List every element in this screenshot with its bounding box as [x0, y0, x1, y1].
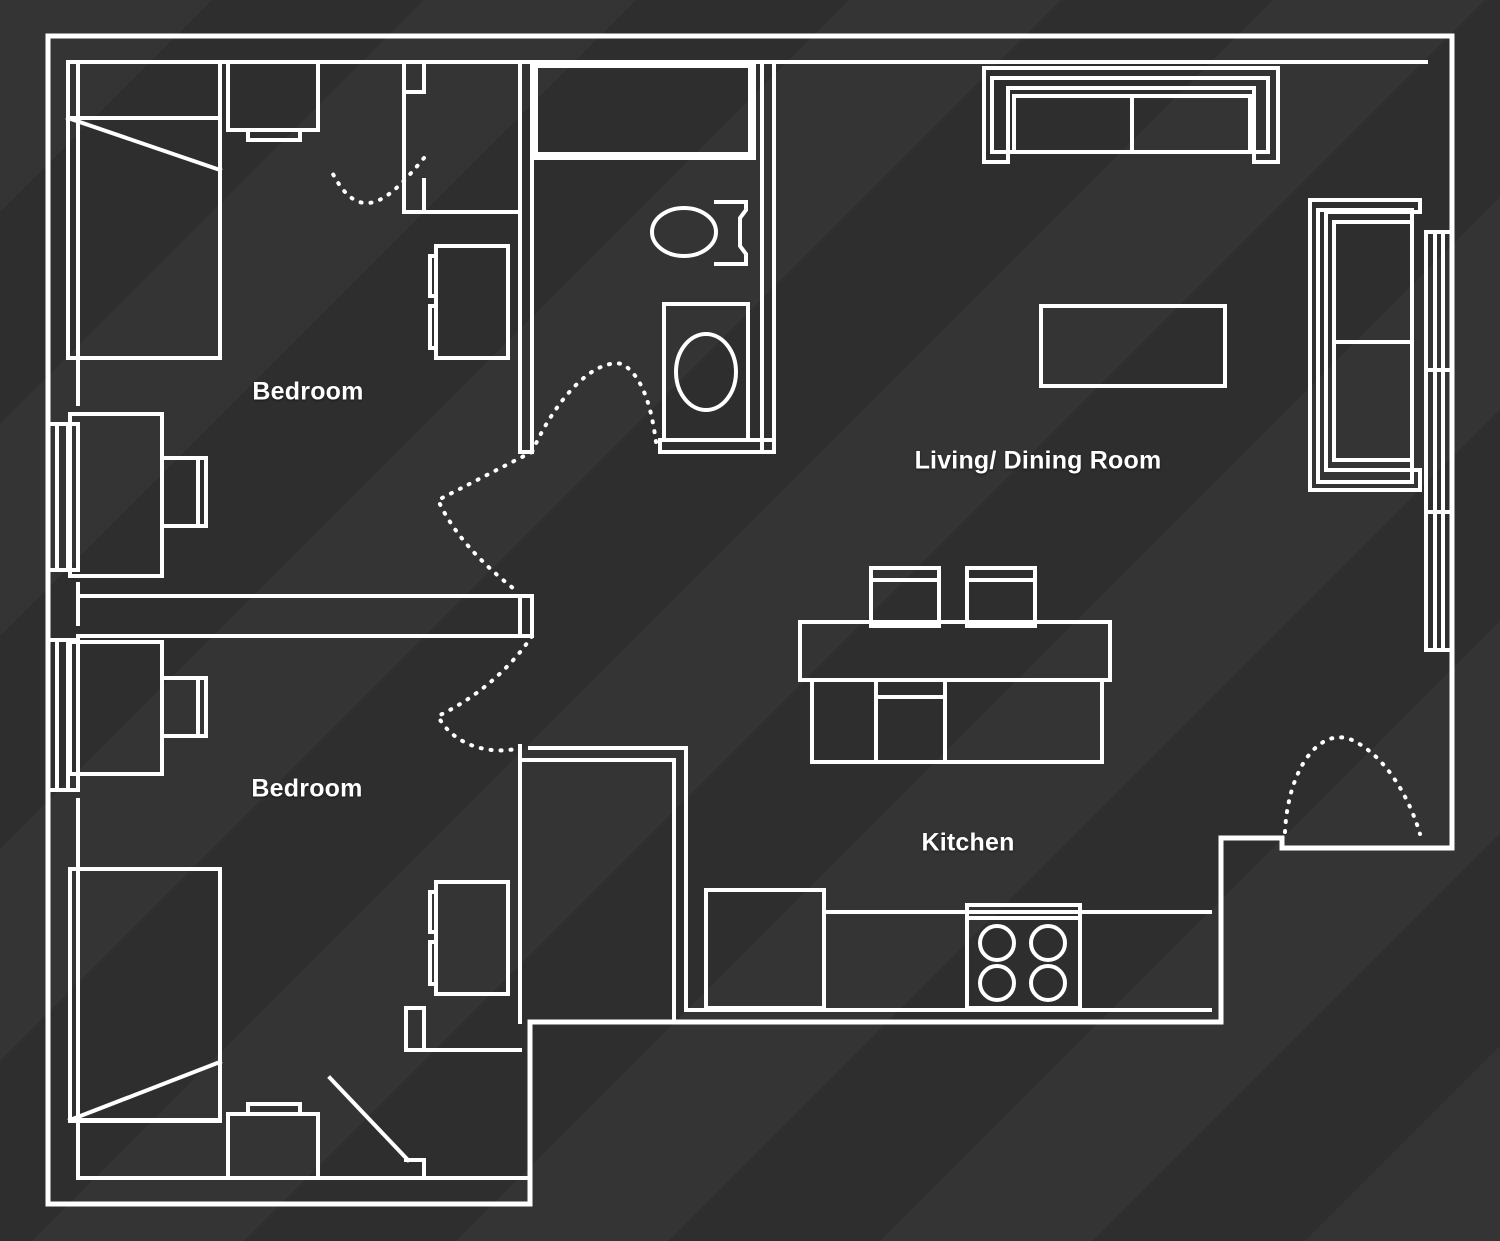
bed-top-bedroom	[65, 60, 223, 360]
exterior-wall-outline	[45, 33, 1455, 1207]
closet-door-swing-line	[327, 1075, 411, 1163]
refrigerator	[704, 888, 826, 1010]
room-label-living-dining: Living/ Dining Room	[914, 446, 1162, 475]
sofa-three-seat	[982, 66, 1280, 164]
kitchen-base-counter	[822, 910, 1212, 1010]
wall-kitchen	[518, 746, 1284, 1024]
tv-on-stand-bottom-bedroom	[226, 1102, 320, 1180]
dresser-bottom-bedroom	[428, 880, 510, 996]
coffee-table	[1039, 304, 1227, 388]
kitchen-island-counter	[798, 620, 1112, 682]
loveseat-right	[1308, 198, 1422, 492]
room-label-bedroom-bottom: Bedroom	[251, 774, 363, 803]
desk-top-bedroom	[68, 412, 164, 578]
door-swing-arc-upper-hall	[435, 450, 534, 594]
desk-bottom-bedroom	[68, 640, 164, 776]
wall-between-bedrooms	[76, 594, 534, 638]
bathroom-walls	[518, 60, 776, 454]
bathtub	[530, 60, 756, 160]
entry-door-swing-arc	[1283, 735, 1422, 836]
bar-stool-left	[869, 566, 941, 628]
room-label-kitchen: Kitchen	[921, 828, 1015, 857]
door-swing-arc-bottom-bedroom	[435, 634, 534, 753]
room-label-bedroom-top: Bedroom	[252, 377, 364, 406]
toilet	[662, 302, 750, 442]
bar-stool-right	[965, 566, 1037, 628]
window-left-lower	[46, 638, 80, 792]
wall-bedroom-corridor-upper	[402, 60, 534, 454]
desk-chair-bottom-bedroom	[160, 676, 208, 738]
bed-bottom-bedroom	[67, 867, 223, 1123]
tv-on-stand-top-bedroom	[226, 60, 320, 142]
window-left-upper	[46, 422, 80, 572]
bathroom-sink	[650, 200, 748, 266]
desk-chair-top-bedroom	[160, 456, 208, 528]
door-swing-arc-bathroom	[530, 361, 658, 454]
wall-bedroom-corridor-lower	[404, 744, 522, 1180]
range-four-burner	[965, 903, 1082, 1010]
kitchen-island-cabinets	[810, 678, 1104, 764]
window-right-tall	[1424, 230, 1454, 652]
door-swing-arc-top-bedroom	[328, 156, 426, 206]
dresser-top-bedroom	[428, 244, 510, 360]
